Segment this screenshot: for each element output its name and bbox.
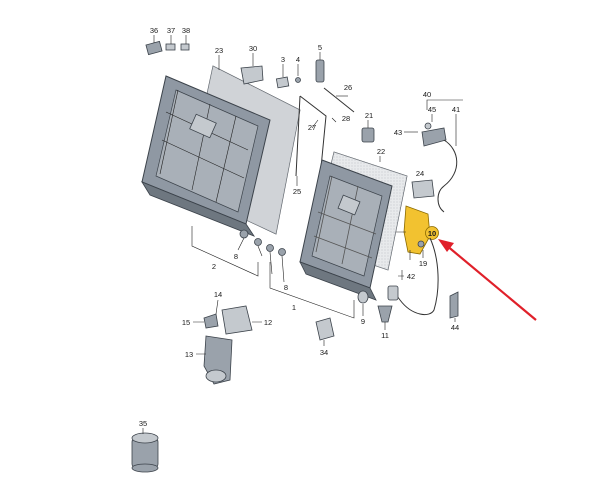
callout-12: 12 — [264, 318, 272, 327]
callout-44: 44 — [451, 323, 459, 332]
callout-15: 15 — [182, 318, 190, 327]
hinge-assembly — [203, 305, 253, 385]
callout-28: 28 — [342, 114, 350, 123]
pointer-arrow — [438, 239, 537, 321]
callout-8-left: 8 — [234, 252, 238, 261]
callout-21: 21 — [365, 111, 373, 120]
bracket-30 — [240, 65, 264, 85]
callout-8-right: 8 — [284, 283, 288, 292]
callout-30: 30 — [249, 44, 257, 53]
callout-1: 1 — [292, 303, 296, 312]
callout-35: 35 — [139, 419, 147, 428]
callout-23: 23 — [215, 46, 223, 55]
callout-36: 36 — [150, 26, 158, 35]
backrest-frame-right — [299, 159, 393, 301]
callout-9: 9 — [361, 317, 365, 326]
callout-labels: 36 37 38 23 30 3 4 5 26 27 28 25 21 22 2… — [139, 26, 460, 428]
canister-35 — [131, 432, 159, 473]
callout-40: 40 — [423, 90, 431, 99]
svg-text:10: 10 — [428, 229, 436, 238]
callout-42: 42 — [407, 272, 415, 281]
callout-41: 41 — [452, 105, 460, 114]
callout-26: 26 — [344, 83, 352, 92]
bolts-8 — [239, 229, 286, 256]
callout-14: 14 — [214, 290, 222, 299]
callout-38: 38 — [182, 26, 190, 35]
clip-parts-36-38 — [145, 35, 190, 56]
callout-2: 2 — [212, 262, 216, 271]
callout-34: 34 — [320, 348, 328, 357]
callout-11: 11 — [381, 331, 389, 340]
callout-37: 37 — [167, 26, 175, 35]
callout-3: 3 — [281, 55, 285, 64]
callout-13: 13 — [185, 350, 193, 359]
callout-19: 19 — [419, 259, 427, 268]
callout-24: 24 — [416, 169, 424, 178]
callout-27: 27 — [308, 123, 316, 132]
callout-22: 22 — [377, 147, 385, 156]
callout-25: 25 — [293, 187, 301, 196]
callout-4: 4 — [296, 55, 300, 64]
backrest-frame-left — [141, 75, 271, 237]
callout-45: 45 — [428, 105, 436, 114]
callout-5: 5 — [318, 43, 322, 52]
callout-43: 43 — [394, 128, 402, 137]
